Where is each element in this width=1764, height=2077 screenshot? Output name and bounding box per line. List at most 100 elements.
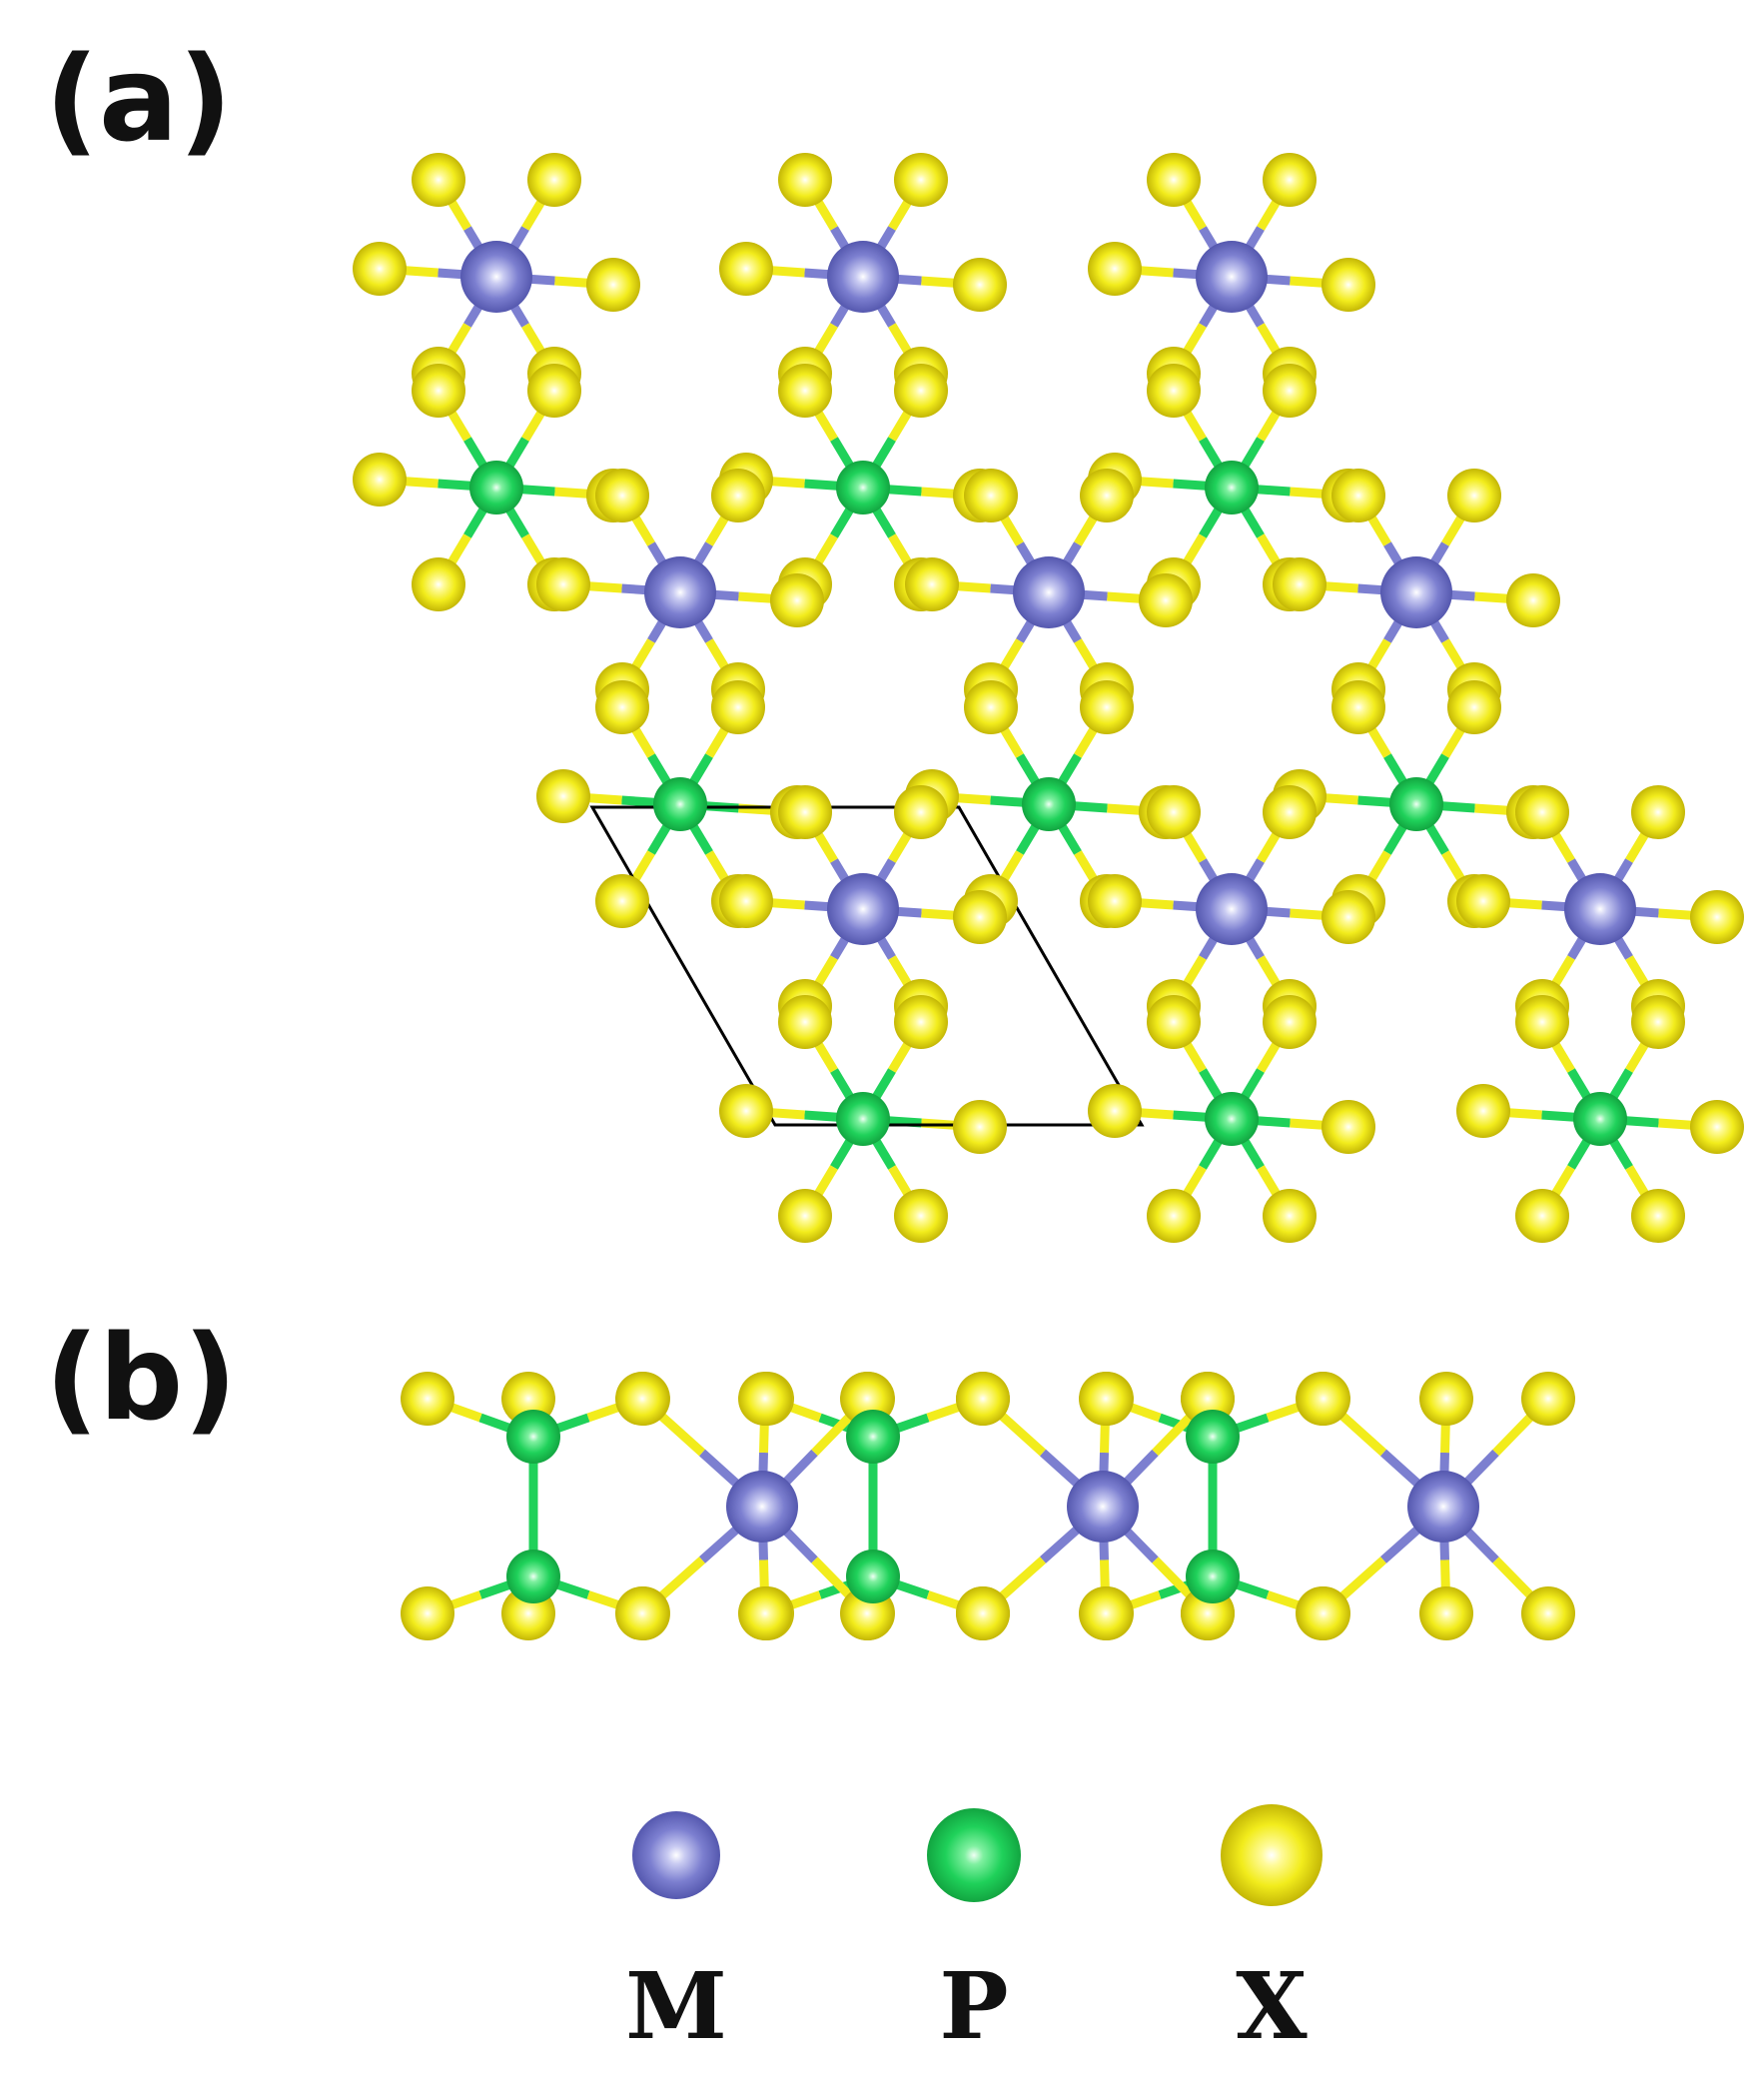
atom-x — [412, 153, 465, 207]
atom-x — [964, 680, 1018, 734]
atom-x — [894, 1189, 948, 1243]
atom-x — [1079, 1372, 1133, 1426]
atom-x — [1147, 995, 1201, 1049]
atom-m — [1380, 556, 1452, 628]
atom-x — [1322, 1100, 1375, 1154]
atom-x — [527, 364, 581, 418]
legend-x-sphere — [1221, 1804, 1323, 1906]
atom-x — [905, 557, 959, 611]
atom-x — [1297, 1372, 1350, 1426]
atom-x — [412, 364, 465, 418]
legend: M P X — [625, 1804, 1323, 2060]
atom-x — [1447, 680, 1501, 734]
atom-x — [595, 680, 649, 734]
atom-p — [1186, 1410, 1240, 1464]
atom-p — [846, 1410, 900, 1464]
atom-x — [894, 995, 948, 1049]
atom-p — [506, 1550, 560, 1603]
atom-x — [770, 573, 824, 627]
unit-cell-outline — [589, 805, 1145, 1127]
atom-x — [778, 364, 832, 418]
atom-m — [1013, 556, 1085, 628]
panel-a-bonds — [379, 177, 1718, 1219]
atom-x — [1263, 785, 1317, 839]
panel-a-atoms — [353, 153, 1744, 1243]
atom-p — [469, 461, 523, 515]
atom-m — [1067, 1471, 1139, 1543]
atom-x — [778, 785, 832, 839]
atom-p — [846, 1550, 900, 1603]
atom-x — [353, 453, 407, 507]
atom-x — [412, 557, 465, 611]
atom-x — [595, 469, 649, 522]
atom-x — [1088, 242, 1142, 296]
legend-m-sphere — [632, 1811, 720, 1899]
atom-p — [836, 461, 890, 515]
atom-x — [1521, 1586, 1575, 1640]
atom-x — [894, 153, 948, 207]
legend-item-m: M — [625, 1811, 727, 2060]
atom-x — [1515, 1189, 1569, 1243]
atom-x — [1690, 890, 1744, 944]
atom-x — [778, 153, 832, 207]
legend-p-sphere — [927, 1808, 1021, 1902]
atom-x — [1147, 153, 1201, 207]
atom-x — [1297, 1586, 1350, 1640]
atom-x — [894, 364, 948, 418]
atom-x — [1515, 785, 1569, 839]
atom-x — [1506, 573, 1560, 627]
legend-m-label: M — [625, 1952, 727, 2060]
atom-x — [1322, 258, 1375, 312]
legend-p-label: P — [939, 1952, 1008, 2060]
atom-x — [953, 890, 1007, 944]
atom-x — [956, 1586, 1010, 1640]
atom-x — [719, 1084, 773, 1138]
atom-x — [615, 1586, 669, 1640]
atom-x — [536, 769, 590, 823]
atom-x — [401, 1372, 454, 1426]
atom-x — [1263, 995, 1317, 1049]
atom-x — [719, 874, 773, 928]
atom-x — [1263, 1189, 1317, 1243]
atom-x — [1139, 573, 1193, 627]
atom-m — [1196, 241, 1268, 313]
atom-x — [1079, 1586, 1133, 1640]
panel-b-bonds — [426, 1394, 1552, 1618]
atom-x — [1080, 469, 1134, 522]
panel-b-label: (b) — [45, 1309, 237, 1447]
panel-b-side-view — [401, 1372, 1575, 1640]
atom-x — [1147, 785, 1201, 839]
atom-x — [738, 1372, 792, 1426]
atom-x — [595, 874, 649, 928]
atom-x — [711, 680, 765, 734]
atom-x — [956, 1372, 1010, 1426]
legend-x-label: X — [1236, 1952, 1308, 2060]
atom-x — [1088, 874, 1142, 928]
atom-m — [460, 241, 532, 313]
atom-x — [1521, 1372, 1575, 1426]
atom-x — [964, 469, 1018, 522]
atom-x — [1080, 680, 1134, 734]
atom-m — [827, 873, 899, 945]
atom-x — [1456, 1084, 1510, 1138]
atom-x — [1419, 1586, 1473, 1640]
atom-x — [1147, 364, 1201, 418]
atom-x — [1263, 364, 1317, 418]
atom-x — [1322, 890, 1375, 944]
unit-cell — [589, 805, 1145, 1127]
atom-p — [1186, 1550, 1240, 1603]
atom-p — [653, 777, 707, 831]
atom-x — [615, 1372, 669, 1426]
atom-x — [401, 1586, 454, 1640]
atom-x — [1447, 469, 1501, 522]
atom-m — [644, 556, 716, 628]
atom-p — [836, 1092, 890, 1146]
atom-x — [953, 258, 1007, 312]
atom-p — [1022, 777, 1076, 831]
atom-x — [778, 1189, 832, 1243]
atom-p — [1389, 777, 1443, 831]
atom-x — [778, 995, 832, 1049]
panel-b-atoms — [401, 1372, 1575, 1640]
